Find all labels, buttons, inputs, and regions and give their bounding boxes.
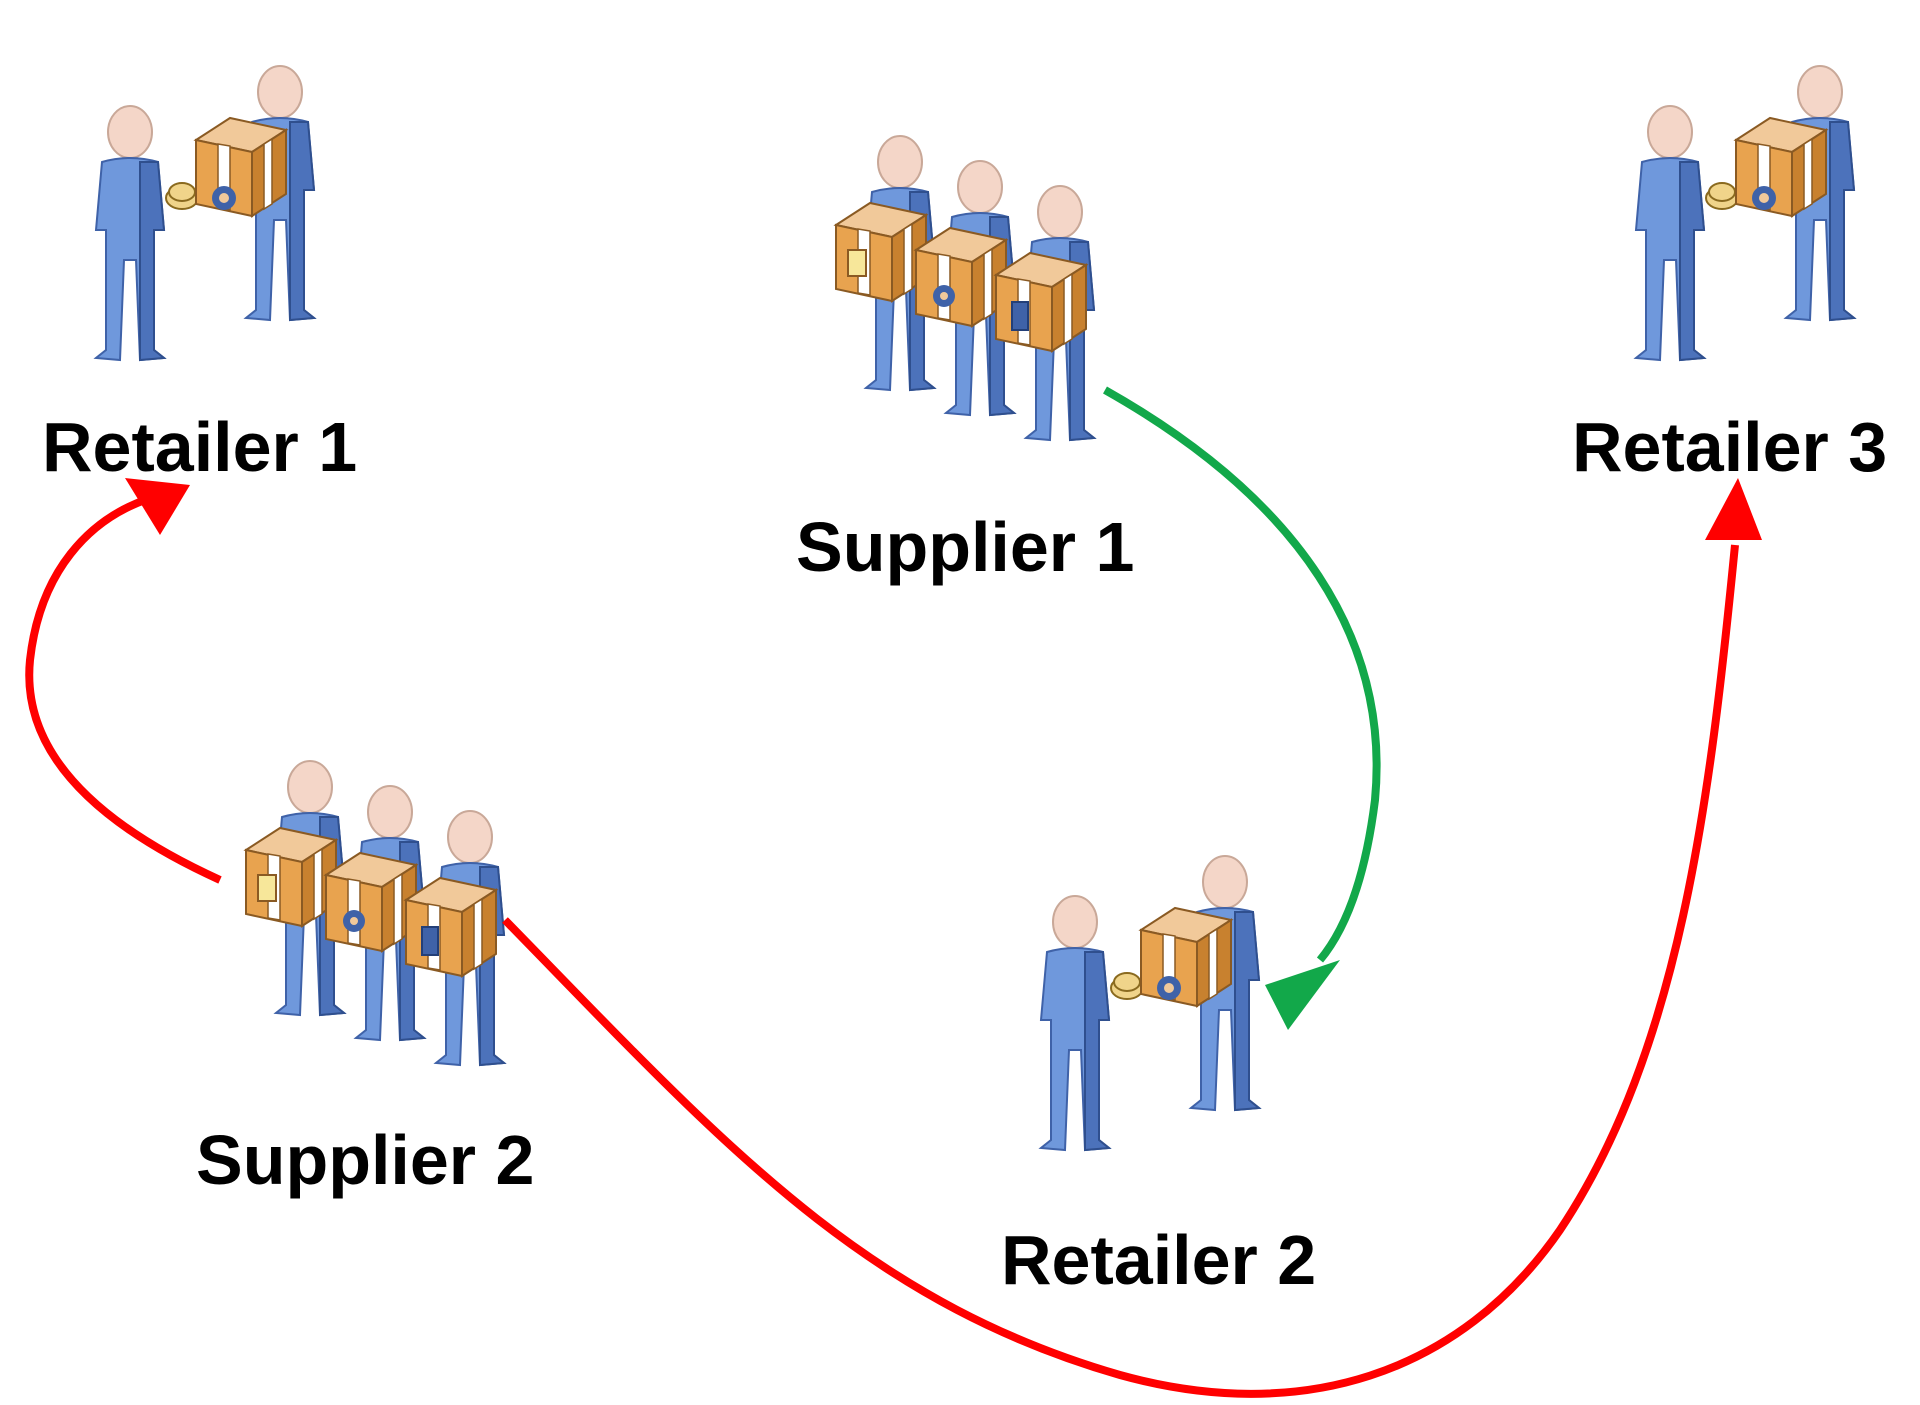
node-label-retailer-1: Retailer 1	[42, 408, 358, 486]
edge-arrowhead-retailer-2	[1265, 960, 1340, 1030]
node-label-supplier-1: Supplier 1	[796, 508, 1135, 586]
supplier-1-icon	[836, 136, 1094, 440]
edge-supplier-2-to-retailer-1	[25, 496, 222, 884]
retailer-1-icon	[96, 66, 314, 360]
retailer-3-icon	[1636, 66, 1854, 360]
edge-arrowhead-retailer-1	[125, 478, 190, 535]
edge-supplier-2-to-retailer-3	[502, 544, 1739, 1398]
node-label-retailer-3: Retailer 3	[1572, 408, 1888, 486]
node-label-supplier-2: Supplier 2	[196, 1121, 535, 1199]
supplier-2-icon	[246, 761, 504, 1065]
retailer-2-icon	[1041, 856, 1259, 1150]
edge-arrowhead-retailer-3	[1705, 478, 1762, 540]
edge-supplier-1-to-retailer-2	[1103, 386, 1381, 963]
node-label-retailer-2: Retailer 2	[1001, 1221, 1317, 1299]
